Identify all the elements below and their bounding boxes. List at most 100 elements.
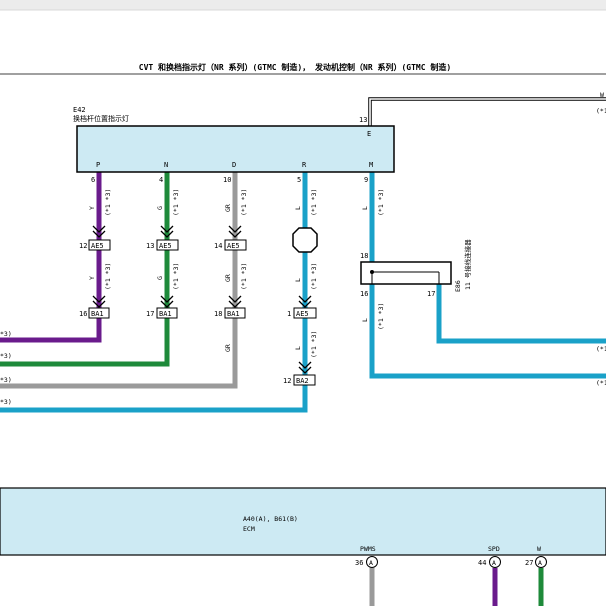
ae5-connector-d: 14 AE5: [214, 239, 247, 251]
wire-label-d-upper: GR: [224, 204, 232, 212]
e42-name: 换档杆位置指示灯: [73, 114, 129, 123]
ecm-pin-w: W 27 A: [525, 545, 547, 568]
ecm-pin-conn-pwms: A: [369, 559, 373, 567]
wire-label-r-low: L: [294, 346, 302, 350]
e42-pin-label-m: M: [369, 161, 373, 169]
wire-note-p-lower: (*1 *3): [104, 263, 112, 290]
e86-pin18: 18: [360, 252, 368, 260]
e42-pin-m: M 9: [364, 161, 373, 184]
ae5-num-n: 13: [146, 242, 154, 250]
e42-pin-num-r: 5: [297, 176, 301, 184]
ae5-label-r: AE5: [296, 310, 309, 318]
top-scroll-band: [0, 0, 606, 10]
ae5-box-p: [88, 239, 111, 251]
e42-connector-box: [76, 125, 395, 173]
wire-note-r-low: (*1 *3): [310, 331, 318, 358]
chevron-ba2-r: [298, 361, 312, 374]
ba1-connector-n: 17 BA1: [146, 307, 178, 319]
e42-pin-label-r: R: [302, 161, 307, 169]
ecm-box: [0, 487, 606, 556]
chevron-ba1-d: [228, 295, 242, 308]
wire-m-cyan-lower: [369, 284, 606, 379]
wire-note-m-lower: (*1 *3): [377, 303, 385, 330]
e86-name: 11 号接线连接器: [463, 239, 472, 290]
ba1-connector-p: 16 BA1: [79, 307, 110, 319]
e42-pin-num-n: 4: [159, 176, 163, 184]
ecm-pin-num-pwms: 36: [355, 559, 363, 567]
wire-e-top: [368, 97, 606, 126]
chevron-ba1-p: [92, 295, 106, 308]
wire-n-green: [0, 172, 170, 367]
wire-note-p-upper: (*1 *3): [104, 189, 112, 216]
ecm-pin-circle-spd: [489, 556, 501, 568]
ae5-connector-r: 1 AE5: [287, 307, 317, 319]
ecm-pin-num-w: 27: [525, 559, 533, 567]
top-right-label: W: [600, 91, 604, 99]
e42-pin-num-p: 6: [91, 176, 95, 184]
e42-pin-num-m: 9: [364, 176, 368, 184]
e42-pin-p: P 6: [91, 161, 100, 184]
wire-label-d-lower: GR: [224, 274, 232, 282]
left-note-2: *3): [0, 352, 12, 360]
ba2-num-r: 12: [283, 377, 291, 385]
splice-octagon: [292, 227, 318, 253]
right-note-3: (*1: [596, 379, 606, 387]
wire-e-top-inner: [369, 98, 606, 126]
wire-note-r-upper: (*1 *3): [310, 189, 318, 216]
wire-d-gray: [0, 172, 238, 389]
ae5-box-n: [156, 239, 179, 251]
ba1-connector-d: 18 BA1: [214, 307, 246, 319]
wire-label-p-upper: Y: [88, 206, 96, 210]
e42-pin-num-d: 10: [223, 176, 231, 184]
ae5-label-n: AE5: [159, 242, 172, 250]
chevron-ba1-n: [160, 295, 174, 308]
ecm-pin-name-spd: SPD: [488, 545, 500, 553]
ecm-pin-name-w: W: [537, 545, 541, 553]
ecm-pin-circle-w: [535, 556, 547, 568]
e42-pin-r: R 5: [297, 161, 307, 184]
ae5-label-d: AE5: [227, 242, 240, 250]
ecm-pin-pwms: PWMS 36 A: [355, 545, 378, 568]
wire-label-r-upper: L: [294, 206, 302, 210]
wire-note-d-upper: (*1 *3): [240, 189, 248, 216]
ecm-code: A40(A), B61(B): [243, 515, 298, 523]
wire-label-n-upper: G: [156, 206, 164, 210]
e86-code: E86: [454, 280, 462, 292]
e86-pin16: 16: [360, 290, 368, 298]
wire-label-r-mid: L: [294, 278, 302, 282]
ae5-box-d: [224, 239, 247, 251]
ae5-num-r: 1: [287, 310, 291, 318]
left-note-1: *3): [0, 330, 12, 338]
wire-label-d-bottom: GR: [224, 344, 232, 352]
ae5-label-p: AE5: [91, 242, 104, 250]
e86-junction-box: [360, 261, 452, 285]
wire-label-p-lower: Y: [88, 276, 96, 280]
wire-e86-17-cyan: [436, 284, 606, 344]
wire-label-n-lower: G: [156, 276, 164, 280]
ba1-num-n: 17: [146, 310, 154, 318]
e42-pin13-num: 13: [359, 116, 367, 124]
ecm-pin-conn-w: A: [538, 559, 542, 567]
left-note-4: *3): [0, 398, 12, 406]
ecm-pin-conn-spd: A: [492, 559, 496, 567]
ba2-connector-r: 12 BA2: [283, 374, 316, 386]
ba1-box-p: [88, 307, 110, 319]
diagram-title: CVT 和换档指示灯（NR 系列）(GTMC 制造)， 发动机控制（NR 系列）…: [139, 62, 451, 72]
ae5-num-d: 14: [214, 242, 222, 250]
wire-note-r-mid: (*1 *3): [310, 263, 318, 290]
ecm-pin-circle-pwms: [366, 556, 378, 568]
ba1-num-p: 16: [79, 310, 87, 318]
e42-pin-label-n: N: [164, 161, 168, 169]
ba1-num-d: 18: [214, 310, 222, 318]
e42-pin-n: N 4: [159, 161, 168, 184]
ba1-label-p: BA1: [91, 310, 104, 318]
wire-label-m-lower: L: [361, 318, 369, 322]
ae5-box-r: [293, 307, 317, 319]
chevron-ae5-d: [228, 225, 242, 238]
wire-note-n-upper: (*1 *3): [172, 189, 180, 216]
ecm-pin-name-pwms: PWMS: [360, 545, 376, 553]
e42-pin-label-p: P: [96, 161, 100, 169]
e86-pin17: 17: [427, 290, 435, 298]
ae5-connector-p: 12 AE5: [79, 239, 111, 251]
